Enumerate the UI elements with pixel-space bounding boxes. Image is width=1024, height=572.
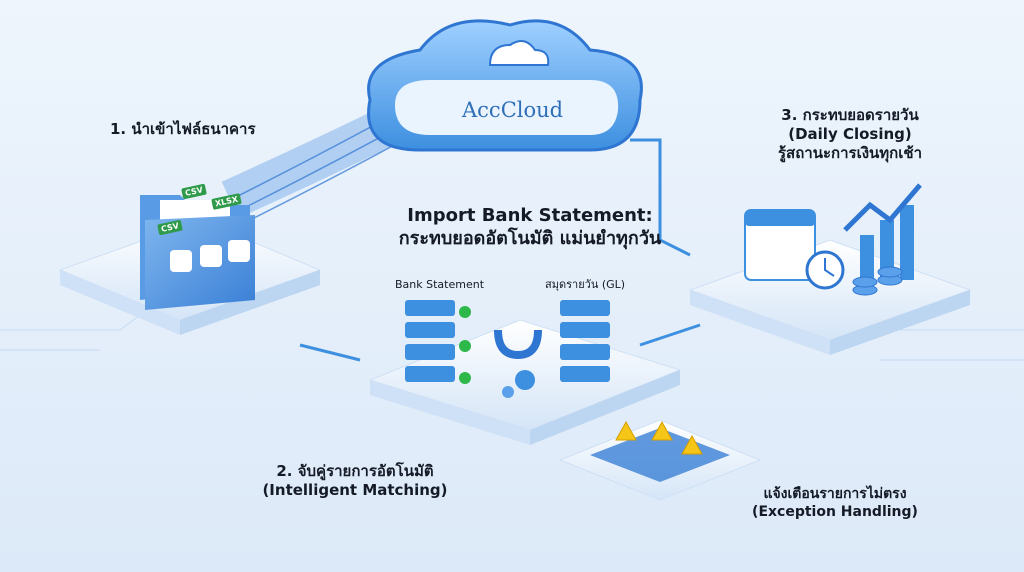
exception-label: แจ้งเตือนรายการไม่ตรง (Exception Handlin… [730,486,940,521]
exception-subtitle: (Exception Handling) [752,503,918,520]
step3-note: รู้สถานะการเงินทุกเช้า [778,143,922,162]
gears-icon [502,370,535,398]
folder-icon [140,195,255,310]
bank-statement-label: Bank Statement [395,278,485,291]
step2-title: 2. จับคู่รายการอัตโนมัติ [276,462,434,480]
headline: Import Bank Statement: กระทบยอดอัตโนมัติ… [370,205,690,250]
step2-subtitle: (Intelligent Matching) [262,480,448,499]
clock-icon [805,250,845,290]
cloud-icon [367,19,643,152]
gl-label: สมุดรายวัน (GL) [545,278,626,291]
brand-name: AccCloud [462,98,564,122]
calendar-icon [744,209,816,281]
step3-title: 3. กระทบยอดรายวัน [781,106,919,124]
headline-line1: Import Bank Statement: [407,205,653,226]
step3-label: 3. กระทบยอดรายวัน (Daily Closing) รู้สถา… [740,106,960,162]
bank-statement-rows [405,300,471,384]
headline-line2: กระทบยอดอัตโนมัติ แม่นยำทุกวัน [398,227,662,249]
coins-icon [852,266,903,296]
magnet-icon [494,329,542,360]
step3-subtitle: (Daily Closing) [788,124,912,143]
step1-title: 1. นำเข้าไฟล์ธนาคาร [110,120,256,138]
gl-rows [560,300,610,382]
warning-icons [615,420,703,455]
exception-title: แจ้งเตือนรายการไม่ตรง [763,486,907,502]
bar-chart-icon [843,183,922,280]
step2-label: 2. จับคู่รายการอัตโนมัติ (Intelligent Ma… [245,462,465,500]
